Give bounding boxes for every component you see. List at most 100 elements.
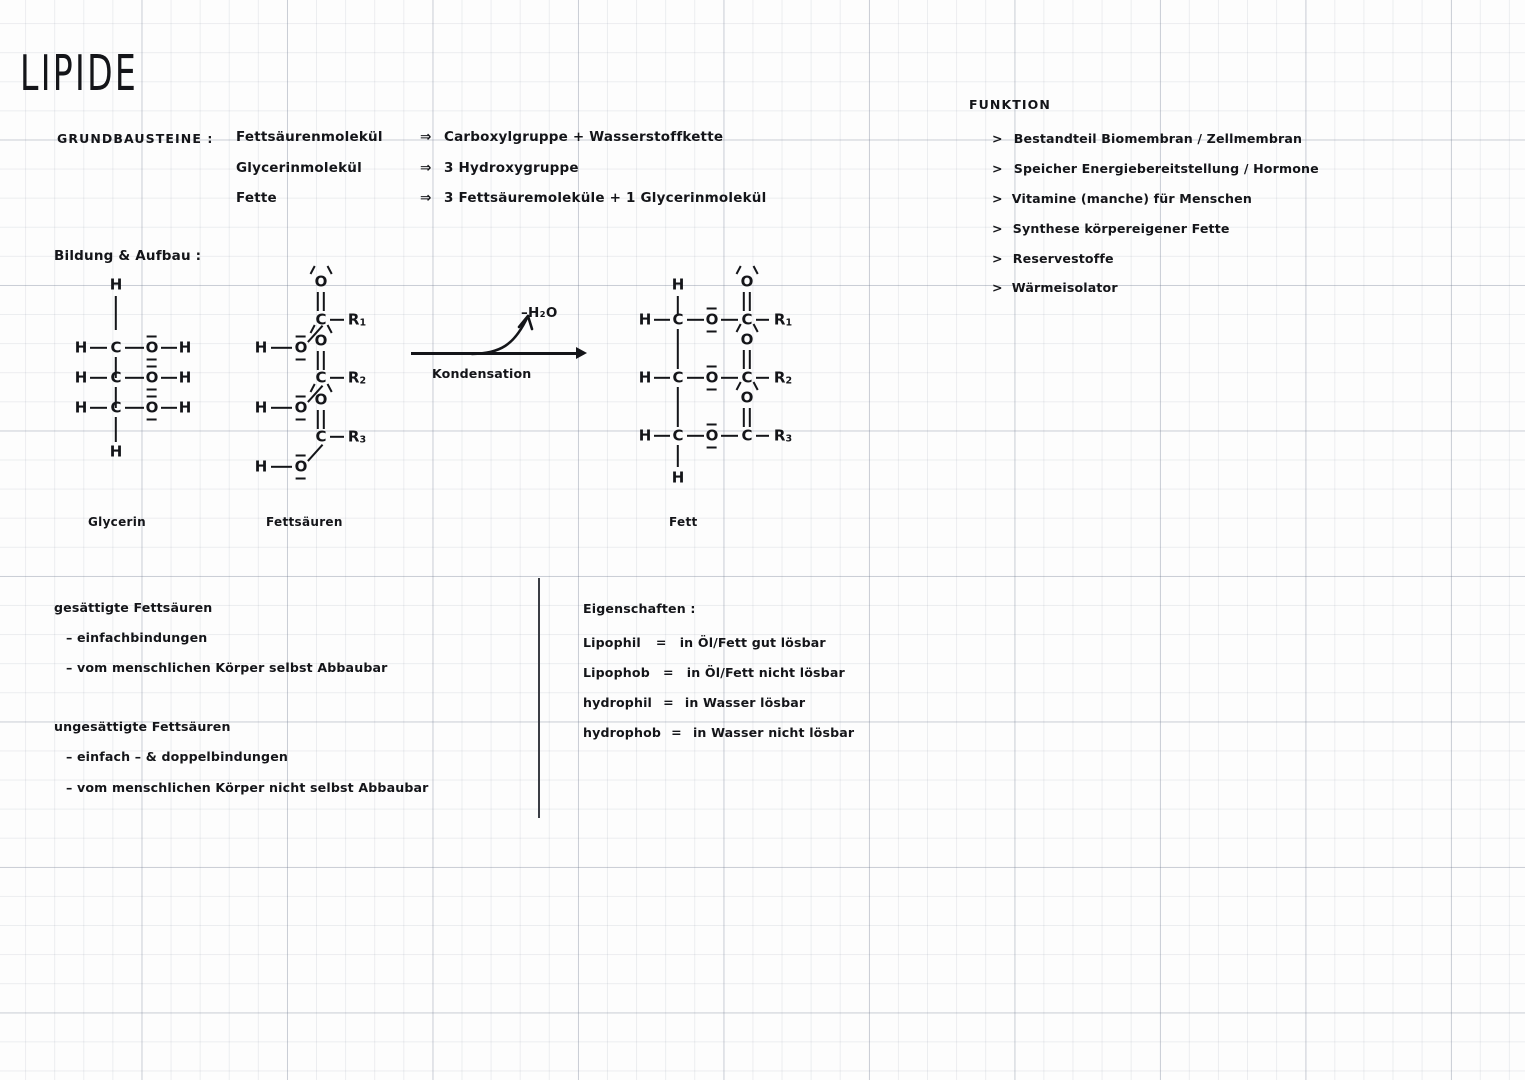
atom-h: H [671, 275, 685, 294]
arrow-head [576, 347, 587, 359]
atom-r2: R2 [347, 368, 367, 387]
bond-vertical [676, 296, 680, 315]
atom-c: C [672, 310, 684, 329]
atom-c: C [315, 368, 327, 387]
funktion-item-4: > Reservestoffe [992, 248, 1114, 267]
bond-horizontal [271, 465, 292, 469]
atom-h: H [74, 338, 88, 357]
bond-double [316, 351, 320, 370]
atom-r1: R1 [347, 310, 367, 329]
bond-vertical [114, 417, 118, 442]
unsaturated-item-1: – vom menschlichen Körper nicht selbst A… [66, 780, 429, 795]
basics-term-0: Fettsäurenmolekül [236, 129, 383, 145]
atom-r1: R1 [773, 310, 793, 329]
bond-horizontal [271, 406, 292, 410]
bond-horizontal [721, 376, 738, 380]
bond-horizontal [125, 376, 144, 380]
bond-horizontal [687, 376, 704, 380]
property-row-1: Lipophob = in Öl/Fett nicht lösbar [583, 662, 845, 681]
atom-h: H [638, 368, 652, 387]
atom-h: H [178, 398, 192, 417]
bond-vertical [676, 387, 680, 427]
bond-vertical [114, 357, 118, 378]
funktion-heading: FUNKTION [969, 97, 1051, 112]
atom-c: C [315, 310, 327, 329]
bond-horizontal [687, 434, 704, 438]
water-label: –H₂O [521, 305, 558, 321]
bond-horizontal [161, 346, 177, 350]
bond-horizontal [654, 376, 670, 380]
bond-vertical [676, 329, 680, 369]
bond-horizontal [687, 318, 704, 322]
funktion-label-1: Speicher Energiebereitstellung / Hormone [1013, 161, 1319, 176]
bond-double [322, 351, 326, 370]
atom-o: O [295, 335, 307, 361]
property-eq-1: = [662, 665, 674, 680]
funktion-item-5: > Wärmeisolator [992, 277, 1118, 296]
atom-h: H [254, 457, 268, 476]
property-eq-2: = [663, 695, 674, 710]
atom-h: H [178, 338, 192, 357]
basics-term-1: Glycerinmolekül [236, 160, 362, 176]
bond-horizontal [90, 346, 107, 350]
saturated-heading: gesättigte Fettsäuren [54, 600, 213, 615]
bond-double [748, 408, 752, 427]
atom-c: C [110, 338, 122, 357]
atom-c: C [672, 426, 684, 445]
unsaturated-heading: ungesättigte Fettsäuren [54, 719, 231, 734]
atom-c: C [672, 368, 684, 387]
property-row-2: hydrophil = in Wasser lösbar [583, 692, 805, 711]
bond-horizontal [756, 376, 769, 380]
bond-double [748, 292, 752, 311]
bond-double [322, 292, 326, 311]
bond-vertical [114, 387, 118, 408]
bond-vertical [676, 445, 680, 467]
page-title: LIPIDE [20, 46, 139, 103]
atom-h: H [638, 426, 652, 445]
basics-arrow-2: ⇒ [420, 190, 432, 206]
bond-diagonal [307, 385, 324, 403]
water-loss-curve [470, 314, 534, 356]
atom-o-carbonyl: O [735, 323, 759, 348]
bond-horizontal [721, 434, 738, 438]
basics-definition-1: 3 Hydroxygruppe [444, 160, 579, 176]
property-term-0: Lipophil [583, 635, 641, 650]
funktion-label-5: Wärmeisolator [1011, 280, 1118, 295]
atom-o-carbonyl: O [309, 383, 333, 408]
bond-horizontal [125, 346, 144, 350]
bond-horizontal [756, 318, 769, 322]
atom-c: C [741, 426, 753, 445]
label-glycerin: Glycerin [88, 515, 147, 529]
atom-c: C [741, 310, 753, 329]
property-term-3: hydrophob [583, 725, 662, 740]
atom-o: O [706, 423, 718, 449]
bond-horizontal [721, 318, 738, 322]
label-fettsaeuren: Fettsäuren [266, 515, 343, 529]
atom-c: C [110, 398, 122, 417]
bond-horizontal [90, 376, 107, 380]
atom-h: H [638, 310, 652, 329]
funktion-bullet-2: > [992, 191, 1003, 206]
atom-h: H [178, 368, 192, 387]
unsaturated-item-0: – einfach – & doppelbindungen [66, 749, 289, 764]
grundbausteine-heading: GRUNDBAUSTEINE : [57, 131, 214, 146]
atom-h: H [671, 468, 685, 487]
bond-double [316, 410, 320, 429]
funktion-item-1: > Speicher Energiebereitstellung / Hormo… [992, 158, 1319, 177]
atom-o: O [146, 365, 158, 391]
bildung-aufbau-heading: Bildung & Aufbau : [54, 248, 202, 264]
atom-h: H [109, 442, 123, 461]
bond-diagonal [307, 325, 324, 343]
basics-term-2: Fette [236, 190, 277, 206]
bond-double [742, 292, 746, 311]
funktion-item-0: > Bestandteil Biomembran / Zellmembran [992, 128, 1302, 147]
bond-double [742, 408, 746, 427]
kondensation-label: Kondensation [432, 366, 532, 381]
atom-c: C [741, 368, 753, 387]
bond-diagonal [307, 444, 324, 462]
atom-r3: R3 [773, 426, 793, 445]
atom-h: H [74, 398, 88, 417]
bond-horizontal [330, 435, 344, 439]
section-divider [538, 578, 541, 818]
